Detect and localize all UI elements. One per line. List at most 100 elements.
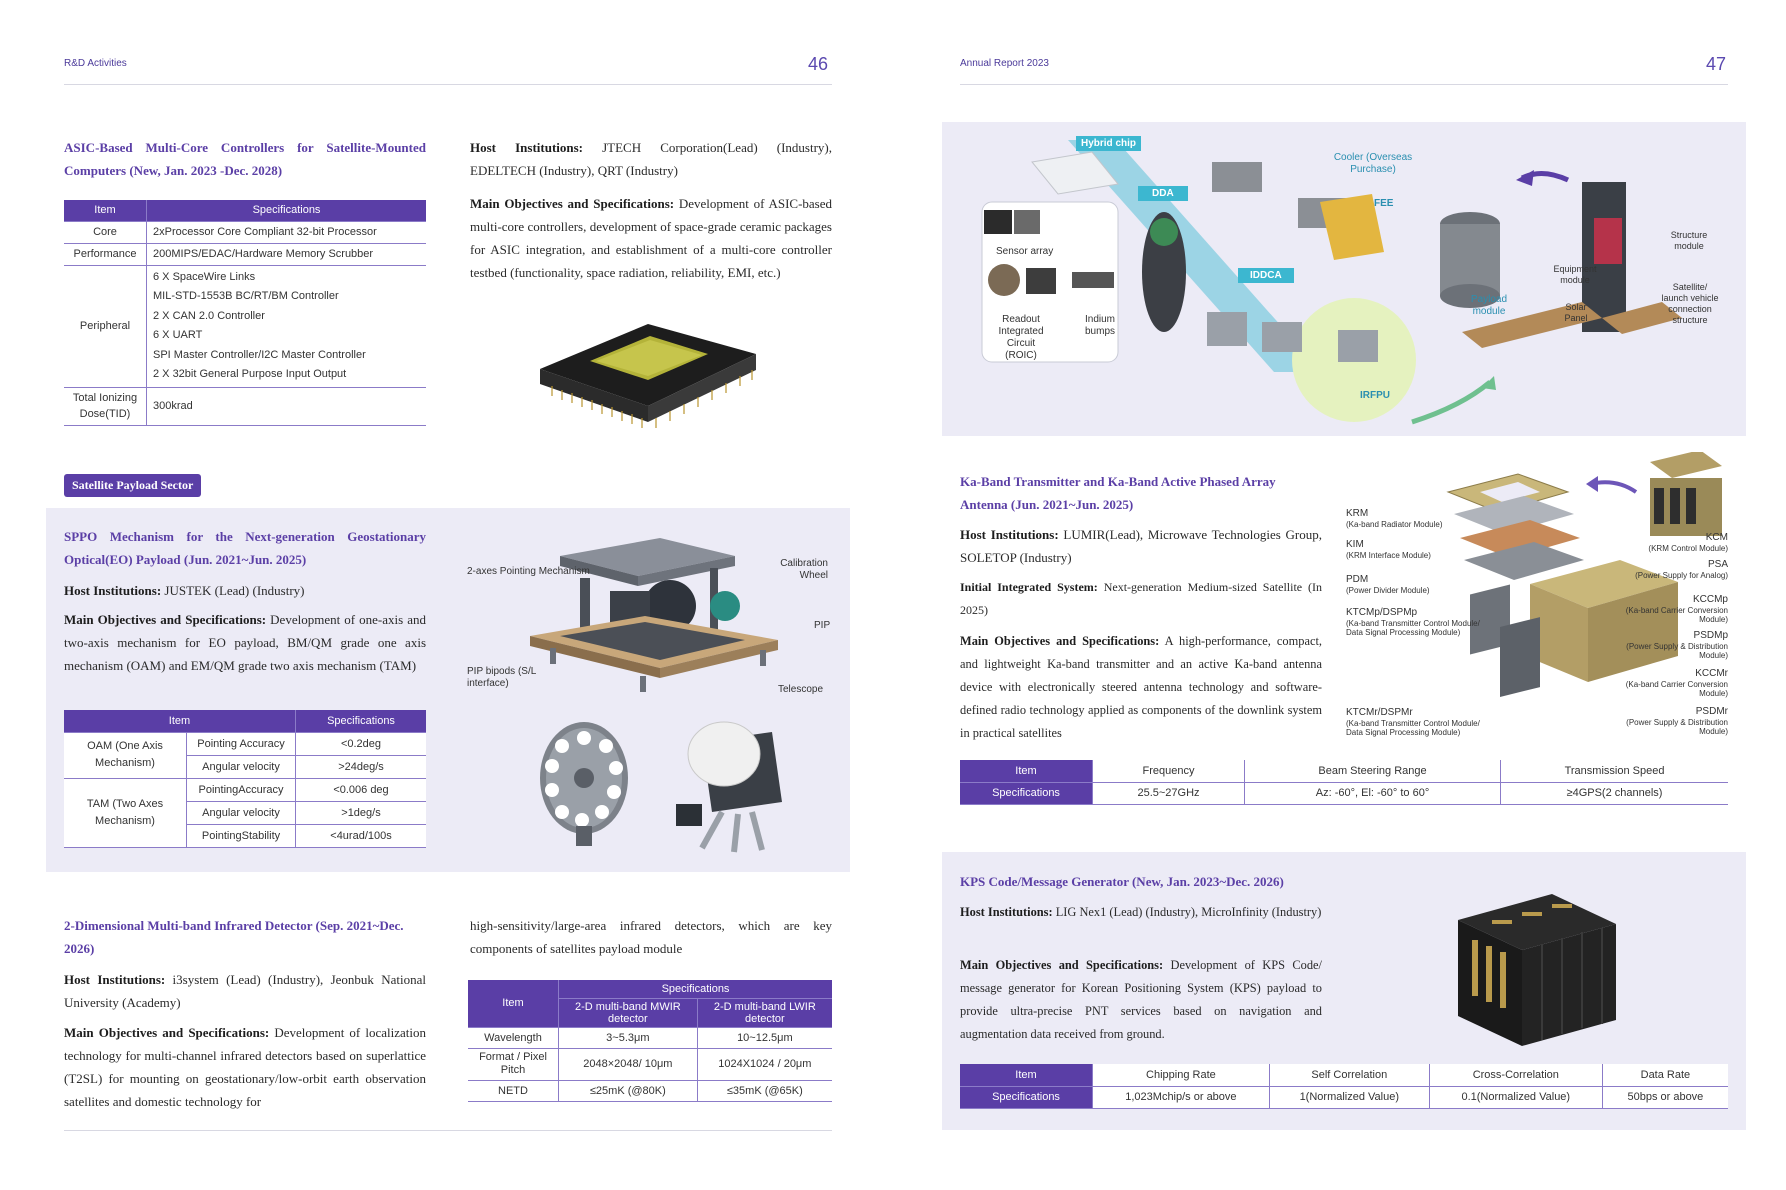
asic-spec-table: Item Specifications Core 2xProcessor Cor… <box>64 200 426 426</box>
ka-td: 25.5~27GHz <box>1092 782 1245 805</box>
sector-tag: Satellite Payload Sector <box>64 474 202 497</box>
calibration-wheel-image <box>540 722 628 846</box>
objectives-text: Development of localization technology f… <box>64 1025 426 1109</box>
label-calibration: Calibration Wheel <box>780 558 828 581</box>
label-equipment: Equipment module <box>1553 264 1597 285</box>
tam-label: TAM (Two Axes Mechanism) <box>64 778 187 848</box>
ir-row-mwir: 2048×2048/ 10μm <box>558 1048 698 1081</box>
kps-td: 50bps or above <box>1602 1086 1728 1109</box>
objectives-text: Development of KPS Code/ message generat… <box>960 958 1322 1041</box>
right-header: Annual Report 2023 <box>960 58 1049 69</box>
ir-row-lwir: 1024X1024 / 20μm <box>697 1048 832 1081</box>
peripheral-item: SPI Master Controller/I2C Master Control… <box>153 348 366 361</box>
ka-label: PSDMr <box>1695 706 1728 717</box>
tam-row-value: >1deg/s <box>295 801 426 825</box>
ka-band-exploded-image <box>1446 452 1722 698</box>
asic-tid-label: Total Ionizing Dose(TID) <box>64 387 147 426</box>
left-footer-rule <box>64 1130 832 1131</box>
asic-th-item: Item <box>64 200 147 222</box>
label-iddca: IDDCA <box>1238 268 1294 283</box>
ka-sublabel: (Ka-band Transmitter Control Module/ Dat… <box>1346 719 1480 737</box>
left-page-number: 46 <box>808 54 829 74</box>
host-text: i3system (Lead) (Industry), Jeonbuk Nati… <box>64 972 426 1010</box>
sppo-mechanism-image <box>530 538 778 692</box>
ka-sublabel: (Power Divider Module) <box>1346 586 1430 595</box>
objectives-label: Main Objectives and Specifications: <box>64 1025 270 1040</box>
objectives-text: Development of ASIC-based multi-core con… <box>470 196 833 280</box>
ka-sublabel: (Ka-band Carrier Conversion Module) <box>1625 606 1728 624</box>
objectives-text: Development of one-axis and two-axis mec… <box>64 612 427 673</box>
kps-td: 1(Normalized Value) <box>1269 1086 1430 1109</box>
objectives-text: A high-performance, compact, and lightwe… <box>960 634 1322 740</box>
label-structure: Structure module <box>1670 230 1708 251</box>
oam-row-label: Angular velocity <box>186 755 296 779</box>
left-header-rule <box>64 84 832 85</box>
ir-spec-table: Item Specifications 2-D multi-band MWIR … <box>468 980 832 1102</box>
peripheral-item: 2 X 32bit General Purpose Input Output <box>153 368 347 380</box>
asic-peripheral-label: Peripheral <box>64 265 147 388</box>
ka-th: Item <box>960 760 1093 783</box>
ir-objectives: Main Objectives and Specifications: Deve… <box>64 1021 426 1113</box>
peripheral-item: 6 X UART <box>153 329 203 341</box>
label-indium: Indium bumps <box>1084 314 1115 337</box>
left-header: R&D Activities <box>64 58 127 69</box>
ka-spec-table: Item Frequency Beam Steering Range Trans… <box>960 760 1728 805</box>
asic-peripheral-list: 6 X SpaceWire Links MIL-STD-1553B BC/RT/… <box>146 265 426 388</box>
host-text: JTECH Corporation(Lead) (Industry), EDEL… <box>470 140 832 178</box>
ka-sublabel: (Ka-band Transmitter Control Module/ Dat… <box>1346 619 1480 637</box>
ka-th: Transmission Speed <box>1500 760 1728 783</box>
peripheral-item: MIL-STD-1553B BC/RT/BM Controller <box>153 290 339 302</box>
ir-row-lwir: ≤35mK (@65K) <box>697 1080 832 1102</box>
oam-row-value: <0.2deg <box>295 732 426 756</box>
kps-th: Self Correlation <box>1269 1064 1430 1087</box>
ka-initial-system: Initial Integrated System: Next-generati… <box>960 576 1322 622</box>
ir-continuation: high-sensitivity/large-area infrared det… <box>470 918 832 956</box>
tam-row-label: Angular velocity <box>186 801 296 825</box>
asic-tid-value: 300krad <box>146 387 426 426</box>
sppo-th-spec: Specifications <box>295 710 426 733</box>
ir-th-item: Item <box>468 980 559 1028</box>
host-label: Host Institutions: <box>960 527 1059 542</box>
oam-row-value: >24deg/s <box>295 755 426 779</box>
ir-title: 2-Dimensional Multi-band Infrared Detect… <box>64 918 404 956</box>
ka-label: KRM <box>1346 508 1369 519</box>
ir-th-lwir: 2-D multi-band LWIR detector <box>697 997 832 1028</box>
kps-th: Cross-Correlation <box>1429 1064 1603 1087</box>
ka-fig-right-labels: KCM(KRM Control Module) PSA(Power Supply… <box>1596 532 1728 736</box>
host-text: LIG Nex1 (Lead) (Industry), MicroInfinit… <box>1055 905 1322 919</box>
ka-host: Host Institutions: LUMIR(Lead), Microwav… <box>960 523 1322 569</box>
ka-label: KTCMp/DSPMp <box>1346 607 1418 618</box>
kps-generator-image <box>1458 894 1616 1046</box>
ka-sublabel: (Power Supply & Distribution Module) <box>1626 642 1728 660</box>
asic-th-spec: Specifications <box>146 200 426 222</box>
init-label: Initial Integrated System: <box>960 580 1098 594</box>
asic-perf-value: 200MIPS/EDAC/Hardware Memory Scrubber <box>146 243 426 266</box>
asic-perf-label: Performance <box>64 243 147 266</box>
ka-title: Ka-Band Transmitter and Ka-Band Active P… <box>960 474 1276 512</box>
ir-figure-graphic <box>981 140 1682 425</box>
objectives-label: Main Objectives and Specifications: <box>64 612 267 627</box>
kps-title: KPS Code/Message Generator (New, Jan. 20… <box>960 874 1284 889</box>
label-hybrid-chip: Hybrid chip <box>1076 136 1142 151</box>
ka-th: Frequency <box>1092 760 1245 783</box>
ir-host: Host Institutions: i3system (Lead) (Indu… <box>64 968 426 1014</box>
ka-sublabel: (Power Supply for Analog) <box>1635 571 1728 580</box>
kps-td-label: Specifications <box>960 1086 1093 1109</box>
asic-host: Host Institutions: JTECH Corporation(Lea… <box>470 136 832 182</box>
kps-td: 1,023Mchip/s or above <box>1092 1086 1270 1109</box>
label-irfpu: IRFPU <box>1360 390 1390 401</box>
ka-label: KCCMr <box>1695 668 1728 679</box>
asic-objectives: Main Objectives and Specifications: Deve… <box>470 192 832 284</box>
ka-objectives: Main Objectives and Specifications: A hi… <box>960 630 1322 745</box>
tam-row-label: PointingAccuracy <box>186 778 296 802</box>
ir-row-lwir: 10~12.5μm <box>697 1027 832 1049</box>
ka-th: Beam Steering Range <box>1244 760 1502 783</box>
ir-row-mwir: ≤25mK (@80K) <box>558 1080 698 1102</box>
kps-th: Data Rate <box>1602 1064 1728 1087</box>
host-label: Host Institutions: <box>960 905 1053 919</box>
kps-host: Host Institutions: LIG Nex1 (Lead) (Indu… <box>960 901 1322 924</box>
host-text: LUMIR(Lead), Microwave Technologies Grou… <box>960 527 1322 565</box>
ka-label: PSA <box>1707 559 1728 570</box>
ka-fig-left-labels: KRM(Ka-band Radiator Module) KIM(KRM Int… <box>1346 508 1486 737</box>
telescope-image <box>676 721 782 853</box>
